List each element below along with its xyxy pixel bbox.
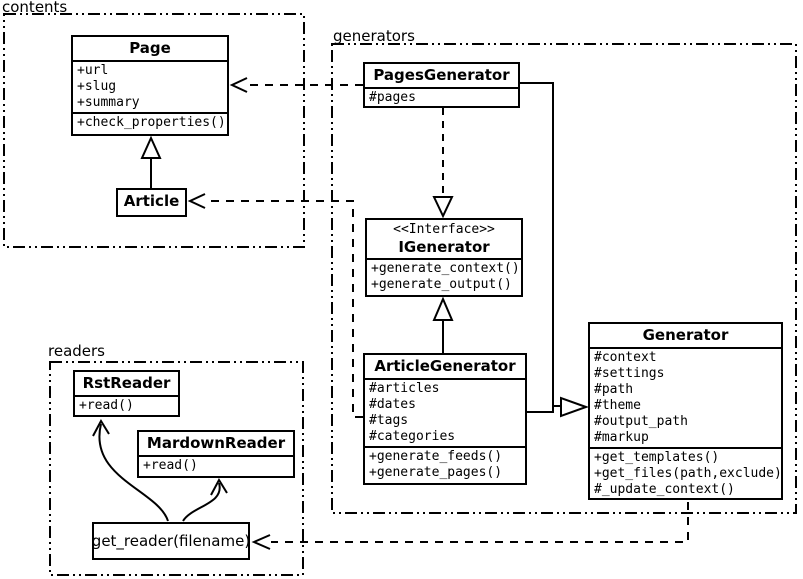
method-line: +read() xyxy=(143,458,198,473)
method-line: #_update_context() xyxy=(594,482,735,497)
class-title-igenerator: <<Interface>> IGenerator xyxy=(367,220,521,258)
class-title-articlegenerator: ArticleGenerator xyxy=(374,357,516,375)
method-line: +generate_context() xyxy=(371,261,520,276)
class-name-igenerator: IGenerator xyxy=(398,238,490,256)
function-label-get-reader: get_reader(filename) xyxy=(91,532,251,550)
attribute-line: #markup xyxy=(594,430,649,445)
attribute-line: #settings xyxy=(594,366,665,381)
generalization-line-articlegenerator-generator xyxy=(527,406,554,413)
method-line: +check_properties() xyxy=(77,115,226,130)
method-line: +generate_output() xyxy=(371,277,512,292)
package-label-contents: contents xyxy=(2,0,68,16)
class-title-page: Page xyxy=(129,39,171,57)
dependency-arrow-pagesgenerator-page xyxy=(229,77,248,93)
attribute-line: #path xyxy=(594,382,634,397)
class-box-articlegenerator: ArticleGenerator #articles #dates #tags … xyxy=(363,353,527,485)
package-border-readers xyxy=(49,361,304,576)
class-methods-generator: +get_templates() +get_files(path,exclude… xyxy=(590,447,782,499)
class-attributes-pagesgenerator: #pages xyxy=(365,87,518,107)
attribute-line: #output_path xyxy=(594,414,688,429)
package-label-generators: generators xyxy=(333,27,415,45)
class-box-page: Page +url +slug +summary +check_properti… xyxy=(71,35,229,136)
class-attributes-page: +url +slug +summary xyxy=(73,60,227,112)
package-border-generators xyxy=(331,43,797,514)
method-line: +get_templates() xyxy=(594,450,720,465)
attribute-line: +slug xyxy=(77,79,117,94)
attribute-line: #categories xyxy=(369,429,456,444)
attribute-line: #tags xyxy=(369,413,409,428)
class-box-generator: Generator #context #settings #path #them… xyxy=(588,322,783,500)
class-title-pagesgenerator: PagesGenerator xyxy=(373,66,510,84)
method-line: +get_files(path,exclude) xyxy=(594,466,782,481)
method-line: +read() xyxy=(79,398,134,413)
generalization-arrow-generator xyxy=(560,396,589,418)
interface-stereotype: <<Interface>> xyxy=(393,222,495,237)
class-attributes-generator: #context #settings #path #theme #output_… xyxy=(590,347,781,447)
attribute-line: #context xyxy=(594,350,657,365)
class-methods-markdownreader: +read() xyxy=(139,455,293,475)
method-line: +generate_feeds() xyxy=(369,449,503,464)
call-line-getreader-rstreader xyxy=(98,423,169,522)
package-border-contents xyxy=(3,13,305,248)
generalization-arrow-articlegenerator-igenerator xyxy=(432,296,454,321)
class-box-pagesgenerator: PagesGenerator #pages xyxy=(363,62,520,108)
dependency-arrow-articlegenerator-article xyxy=(187,193,206,209)
method-line: +generate_pages() xyxy=(369,465,503,480)
package-label-readers: readers xyxy=(48,342,105,360)
class-title-rstreader: RstReader xyxy=(82,374,171,392)
class-box-article: Article xyxy=(116,188,187,217)
class-methods-rstreader: +read() xyxy=(75,395,178,415)
attribute-line: #theme xyxy=(594,398,641,413)
call-line-getreader-markdownreader xyxy=(182,482,221,522)
attribute-line: #dates xyxy=(369,397,416,412)
attribute-line: #articles xyxy=(369,381,440,396)
class-title-markdownreader: MardownReader xyxy=(146,434,286,452)
generalization-line-pagesgenerator-generator xyxy=(520,82,561,407)
function-box-get-reader: get_reader(filename) xyxy=(92,522,250,560)
class-title-article: Article xyxy=(123,192,180,210)
class-title-generator: Generator xyxy=(642,326,729,344)
class-attributes-articlegenerator: #articles #dates #tags #categories xyxy=(365,378,525,446)
class-methods-page: +check_properties() xyxy=(73,112,227,132)
attribute-line: +summary xyxy=(77,95,140,110)
generalization-arrow-article-page xyxy=(140,135,162,159)
call-arrow-getreader-rstreader xyxy=(92,418,110,437)
class-methods-igenerator: +generate_context() +generate_output() xyxy=(367,258,521,294)
class-box-markdownreader: MardownReader +read() xyxy=(137,430,295,478)
dependency-arrow-generator-getreader xyxy=(251,534,271,550)
class-methods-articlegenerator: +generate_feeds() +generate_pages() xyxy=(365,446,525,482)
call-arrow-getreader-markdownreader xyxy=(210,477,228,496)
dependency-line-articlegenerator-article xyxy=(206,200,363,418)
attribute-line: +url xyxy=(77,63,109,78)
class-box-igenerator: <<Interface>> IGenerator +generate_conte… xyxy=(365,218,523,297)
dependency-line-generator-getreader xyxy=(271,502,689,543)
class-box-rstreader: RstReader +read() xyxy=(73,370,180,417)
realization-arrow-pagesgenerator-igenerator xyxy=(432,196,454,219)
attribute-line: #pages xyxy=(369,90,416,105)
